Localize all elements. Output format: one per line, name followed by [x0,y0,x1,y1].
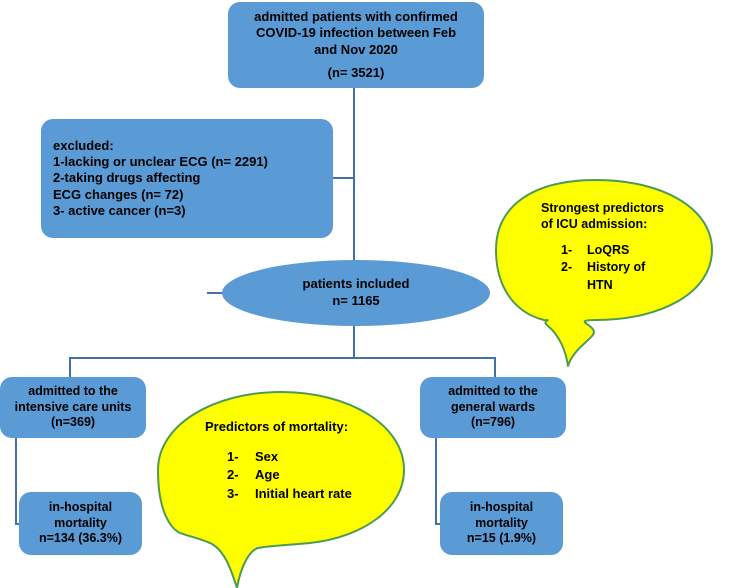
wards-count: (n=796) [470,415,516,430]
callout-icu-item-2-text: History of [587,260,646,275]
node-ward-mortality: in-hospital mortality n=15 (1.9%) [440,492,563,555]
icu-count: (n=369) [50,415,96,430]
node-icu-admitted: admitted to the intensive care units (n=… [0,377,146,438]
icu-line-2: intensive care units [14,399,132,414]
callout-icu-item-2-num: 2- [561,260,573,275]
excluded-item-3: 3- active cancer (n=3) [53,202,186,218]
callout-icu-list: 1- LoQRS 2- History of HTN [541,242,721,295]
node-wards-admitted: admitted to the general wards (n=796) [420,377,566,438]
icu-mortality-line-2: mortality [54,515,107,530]
callout-icu-heading-2: of ICU admission: [541,217,648,232]
excluded-heading: excluded: [53,138,114,154]
included-count: n= 1165 [332,293,380,308]
callout-icu-item-1-text: LoQRS [587,242,630,257]
ward-mortality-line-2: mortality [475,515,528,530]
callout-icu-item-2: 2- History of [561,259,721,277]
wards-line-1: admitted to the [448,384,538,399]
excluded-item-2b: ECG changes (n= 72) [53,186,184,202]
included-label: patients included [302,276,410,292]
node-top-cohort: admitted patients with confirmed COVID-1… [228,2,484,88]
callout-mortality-item-3: 3- Initial heart rate [227,485,405,503]
node-excluded: excluded: 1-lacking or unclear ECG (n= 2… [41,119,333,238]
callout-mortality-heading: Predictors of mortality: [205,419,349,434]
callout-mortality-item-3-text: Initial heart rate [255,485,352,501]
callout-icu-item-3-text: HTN [587,278,613,292]
callout-mortality-item-2-text: Age [255,467,280,483]
icu-line-1: admitted to the [28,384,118,399]
node-icu-mortality: in-hospital mortality n=134 (36.3%) [19,492,142,555]
callout-mortality-item-3-num: 3- [227,485,239,501]
wards-line-2: general wards [450,399,536,414]
callout-icu-item-1-num: 1- [561,242,573,257]
callout-icu-item-2-cont: HTN [561,277,721,295]
callout-mortality-list: 1- Sex 2- Age 3- Initial heart rate [205,448,405,503]
top-cohort-count: (n= 3521) [327,64,385,80]
callout-mortality-body: Predictors of mortality: 1- Sex 2- Age 3… [205,419,405,503]
excluded-item-1: 1-lacking or unclear ECG (n= 2291) [53,154,268,170]
callout-mortality-item-1-num: 1- [227,448,239,464]
callout-mortality-item-1-text: Sex [255,448,279,464]
icu-mortality-count: n=134 (36.3%) [38,531,123,546]
callout-mortality-item-1: 1- Sex [227,448,405,466]
ward-mortality-line-1: in-hospital [469,500,534,515]
callout-icu-predictors-body: Strongest predictors of ICU admission: 1… [541,200,721,295]
callout-mortality-item-2: 2- Age [227,466,405,484]
callout-mortality-item-2-num: 2- [227,467,239,483]
callout-icu-heading-1: Strongest predictors [541,201,664,215]
callout-icu-item-1: 1- LoQRS [561,242,721,260]
icu-mortality-line-1: in-hospital [48,500,113,515]
top-cohort-line-2: COVID-19 infection between Feb [255,25,457,41]
node-patients-included: patients included n= 1165 [222,260,490,326]
ward-mortality-count: n=15 (1.9%) [466,531,537,546]
top-cohort-line-1: admitted patients with confirmed [254,9,458,25]
excluded-item-2a: 2-taking drugs affecting [53,170,201,186]
top-cohort-line-3: and Nov 2020 [314,41,398,57]
